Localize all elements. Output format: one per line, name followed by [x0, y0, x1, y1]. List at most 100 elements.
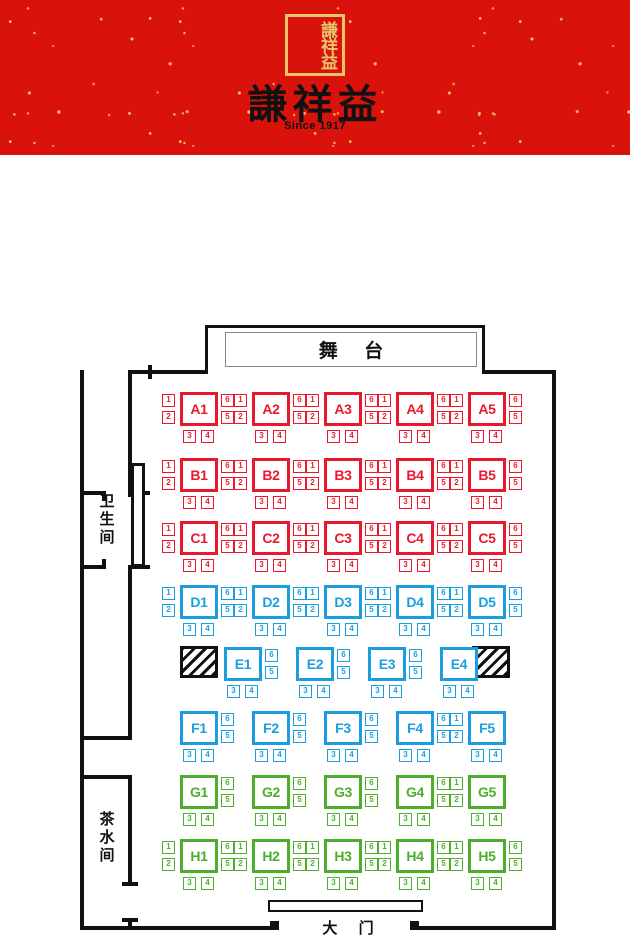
- seat-c1-2[interactable]: 2: [162, 540, 175, 553]
- table-c3-label[interactable]: C3: [324, 521, 362, 555]
- seat-c2-2[interactable]: 2: [234, 540, 247, 553]
- table-d5-label[interactable]: D5: [468, 585, 506, 619]
- seat-c5-2[interactable]: 2: [450, 540, 463, 553]
- seat-d2-1[interactable]: 1: [234, 587, 247, 600]
- seat-a2-3[interactable]: 3: [255, 430, 268, 443]
- seat-h2-3[interactable]: 3: [255, 877, 268, 890]
- seat-a5-6[interactable]: 6: [509, 394, 522, 407]
- seat-e2-6[interactable]: 6: [337, 649, 350, 662]
- table-e1-label[interactable]: E1: [224, 647, 262, 681]
- seat-g1-3[interactable]: 3: [183, 813, 196, 826]
- seat-b2-1[interactable]: 1: [234, 460, 247, 473]
- seat-f3-6[interactable]: 6: [365, 713, 378, 726]
- seat-g3-4[interactable]: 4: [345, 813, 358, 826]
- seat-e2-5[interactable]: 5: [337, 666, 350, 679]
- seat-h3-1[interactable]: 1: [306, 841, 319, 854]
- seat-c2-1[interactable]: 1: [234, 523, 247, 536]
- seat-b5-4[interactable]: 4: [489, 496, 502, 509]
- seat-c5-6[interactable]: 6: [509, 523, 522, 536]
- seat-g1-4[interactable]: 4: [201, 813, 214, 826]
- seat-g1-5[interactable]: 5: [221, 794, 234, 807]
- table-h2-label[interactable]: H2: [252, 839, 290, 873]
- seat-f2-4[interactable]: 4: [273, 749, 286, 762]
- seat-a3-2[interactable]: 2: [306, 411, 319, 424]
- seat-h2-4[interactable]: 4: [273, 877, 286, 890]
- seat-b4-3[interactable]: 3: [399, 496, 412, 509]
- seat-d4-6[interactable]: 6: [437, 587, 450, 600]
- seat-e1-5[interactable]: 5: [265, 666, 278, 679]
- seat-g1-6[interactable]: 6: [221, 777, 234, 790]
- seat-e4-4[interactable]: 4: [461, 685, 474, 698]
- seat-d4-2[interactable]: 2: [378, 604, 391, 617]
- seat-h1-6[interactable]: 6: [221, 841, 234, 854]
- seat-c1-3[interactable]: 3: [183, 559, 196, 572]
- seat-c1-6[interactable]: 6: [221, 523, 234, 536]
- seat-c1-5[interactable]: 5: [221, 540, 234, 553]
- seat-f3-5[interactable]: 5: [365, 730, 378, 743]
- seat-b4-4[interactable]: 4: [417, 496, 430, 509]
- seat-h5-2[interactable]: 2: [450, 858, 463, 871]
- table-c4-label[interactable]: C4: [396, 521, 434, 555]
- seat-h1-4[interactable]: 4: [201, 877, 214, 890]
- table-h5-label[interactable]: H5: [468, 839, 506, 873]
- seat-d5-3[interactable]: 3: [471, 623, 484, 636]
- seat-e1-6[interactable]: 6: [265, 649, 278, 662]
- seat-c3-3[interactable]: 3: [327, 559, 340, 572]
- table-g5-label[interactable]: G5: [468, 775, 506, 809]
- seat-e2-3[interactable]: 3: [299, 685, 312, 698]
- seat-c5-3[interactable]: 3: [471, 559, 484, 572]
- seat-h4-6[interactable]: 6: [437, 841, 450, 854]
- table-a5-label[interactable]: A5: [468, 392, 506, 426]
- seat-g2-5[interactable]: 5: [293, 794, 306, 807]
- seat-g2-4[interactable]: 4: [273, 813, 286, 826]
- table-f2-label[interactable]: F2: [252, 711, 290, 745]
- table-f5-label[interactable]: F5: [468, 711, 506, 745]
- table-c2-label[interactable]: C2: [252, 521, 290, 555]
- seat-a5-3[interactable]: 3: [471, 430, 484, 443]
- seat-b2-6[interactable]: 6: [293, 460, 306, 473]
- seat-d5-1[interactable]: 1: [450, 587, 463, 600]
- table-e3-label[interactable]: E3: [368, 647, 406, 681]
- seat-a3-4[interactable]: 4: [345, 430, 358, 443]
- seat-h4-5[interactable]: 5: [437, 858, 450, 871]
- seat-d1-2[interactable]: 2: [162, 604, 175, 617]
- seat-h1-3[interactable]: 3: [183, 877, 196, 890]
- seat-h3-4[interactable]: 4: [345, 877, 358, 890]
- seat-c2-6[interactable]: 6: [293, 523, 306, 536]
- seat-f2-3[interactable]: 3: [255, 749, 268, 762]
- seat-c2-3[interactable]: 3: [255, 559, 268, 572]
- seat-d2-5[interactable]: 5: [293, 604, 306, 617]
- seat-b4-1[interactable]: 1: [378, 460, 391, 473]
- seat-e4-3[interactable]: 3: [443, 685, 456, 698]
- table-e4-label[interactable]: E4: [440, 647, 478, 681]
- seat-c4-2[interactable]: 2: [378, 540, 391, 553]
- seat-b3-2[interactable]: 2: [306, 477, 319, 490]
- table-b2-label[interactable]: B2: [252, 458, 290, 492]
- table-f3-label[interactable]: F3: [324, 711, 362, 745]
- table-a4-label[interactable]: A4: [396, 392, 434, 426]
- table-b4-label[interactable]: B4: [396, 458, 434, 492]
- seat-c1-1[interactable]: 1: [162, 523, 175, 536]
- seat-h2-2[interactable]: 2: [234, 858, 247, 871]
- seat-e2-4[interactable]: 4: [317, 685, 330, 698]
- table-c1-label[interactable]: C1: [180, 521, 218, 555]
- seat-h2-1[interactable]: 1: [234, 841, 247, 854]
- seat-a1-6[interactable]: 6: [221, 394, 234, 407]
- table-g4-label[interactable]: G4: [396, 775, 434, 809]
- seat-g4-3[interactable]: 3: [399, 813, 412, 826]
- seat-c5-4[interactable]: 4: [489, 559, 502, 572]
- seat-h2-5[interactable]: 5: [293, 858, 306, 871]
- seat-a5-4[interactable]: 4: [489, 430, 502, 443]
- seat-a3-5[interactable]: 5: [365, 411, 378, 424]
- seat-c5-1[interactable]: 1: [450, 523, 463, 536]
- seat-f4-6[interactable]: 6: [437, 713, 450, 726]
- seat-d3-4[interactable]: 4: [345, 623, 358, 636]
- seat-h2-6[interactable]: 6: [293, 841, 306, 854]
- table-d1-label[interactable]: D1: [180, 585, 218, 619]
- seat-b1-4[interactable]: 4: [201, 496, 214, 509]
- seat-b3-3[interactable]: 3: [327, 496, 340, 509]
- table-h4-label[interactable]: H4: [396, 839, 434, 873]
- seat-d4-5[interactable]: 5: [437, 604, 450, 617]
- seat-c3-2[interactable]: 2: [306, 540, 319, 553]
- seat-a4-6[interactable]: 6: [437, 394, 450, 407]
